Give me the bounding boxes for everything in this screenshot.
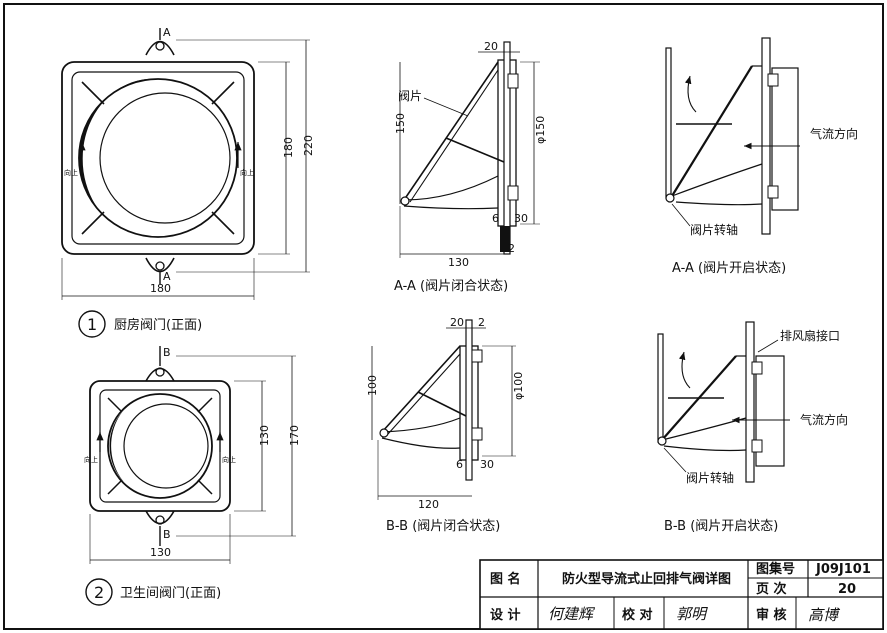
figure2-section-mark-top: B [163, 346, 171, 359]
figure2-dim-outer-height: 170 [288, 425, 301, 446]
figure2-side-label-right: 向上 [222, 455, 236, 464]
section-aa-closed-caption: A-A (阀片闭合状态) [394, 279, 508, 294]
figure1-side-label-left: 向上 [64, 168, 78, 177]
figure1-dim-width: 180 [150, 282, 171, 295]
section-aa-closed-dim-left-height: 150 [394, 113, 407, 134]
title-name-value: 防火型导流式止回排气阀详图 [562, 571, 731, 587]
section-aa-open: 气流方向 阀片转轴 A-A (阀片开启状态) [665, 37, 858, 276]
figure2-dim-width: 130 [150, 546, 171, 559]
section-bb-open: 气流方向 排风扇接口 阀片转轴 B-B (阀片开启状态) [657, 321, 848, 534]
section-aa-closed-dim-width: 130 [448, 256, 469, 269]
figure2-side-label-left: 向上 [84, 455, 98, 464]
figure2-number: 2 [94, 583, 104, 602]
title-design-label: 设 计 [490, 607, 521, 623]
section-bb-closed-dim-width: 120 [418, 498, 439, 511]
figure2-bathroom-valve: 向上 向上 B B 130 130 170 2 卫生间阀门(正面) [84, 346, 301, 606]
figure2-dim-inner-height: 130 [258, 425, 271, 446]
figure1-side-label-right: 向上 [240, 168, 254, 177]
title-check-signature: 郭明 [676, 605, 708, 623]
title-review-label: 审 核 [756, 607, 787, 623]
section-bb-closed: 20 2 100 φ100 6 30 120 B-B (阀片闭合状态) [366, 316, 525, 534]
figure1-dim-outer-height: 220 [302, 135, 315, 156]
section-bb-closed-dim-30: 30 [480, 458, 494, 471]
section-aa-open-flow-label: 气流方向 [810, 126, 858, 141]
section-bb-closed-dim-6: 6 [456, 458, 463, 471]
section-aa-closed-blade-label: 阀片 [398, 89, 422, 103]
title-review-signature: 高博 [808, 606, 841, 624]
title-atlas-label: 图集号 [756, 561, 795, 577]
section-aa-closed-dim-diameter: φ150 [534, 116, 547, 144]
section-aa-closed-dim-6: 6 [492, 212, 499, 225]
figure1-caption: 厨房阀门(正面) [114, 317, 202, 333]
section-bb-open-port-label: 排风扇接口 [780, 328, 840, 343]
section-aa-open-caption: A-A (阀片开启状态) [672, 261, 786, 276]
section-bb-closed-dim-top-right: 2 [478, 316, 485, 329]
section-bb-closed-dim-top: 20 [450, 316, 464, 329]
section-bb-open-axis-label: 阀片转轴 [686, 470, 734, 485]
section-aa-closed: 阀片 20 150 φ150 6 30 2 130 A-A (阀片闭合状态) [394, 40, 547, 294]
figure1-section-mark-top: A [163, 26, 171, 39]
section-aa-closed-dim-top: 20 [484, 40, 498, 53]
figure1-section-mark-bottom: A [163, 270, 171, 283]
title-block: 图 名 防火型导流式止回排气阀详图 图集号 J09J101 页 次 20 设 计… [479, 559, 884, 630]
section-bb-open-flow-label: 气流方向 [800, 412, 848, 427]
section-bb-closed-caption: B-B (阀片闭合状态) [386, 519, 500, 534]
section-aa-open-axis-label: 阀片转轴 [690, 222, 738, 237]
figure2-section-mark-bottom: B [163, 528, 171, 541]
section-aa-closed-dim-30: 30 [514, 212, 528, 225]
title-page-label: 页 次 [756, 581, 787, 597]
sheet-border [3, 3, 884, 630]
title-design-signature: 何建辉 [548, 605, 596, 623]
title-check-label: 校 对 [622, 607, 653, 623]
section-bb-closed-dim-diameter: φ100 [512, 372, 525, 400]
figure2-caption: 卫生间阀门(正面) [120, 586, 221, 601]
figure1-kitchen-valve: 向上 向上 A A 180 180 220 1 厨房阀门(正面) [61, 26, 315, 338]
title-name-label: 图 名 [490, 571, 521, 587]
figure1-dim-inner-height: 180 [282, 137, 295, 158]
title-page-value: 20 [838, 582, 856, 597]
section-bb-open-caption: B-B (阀片开启状态) [664, 519, 778, 534]
section-aa-closed-dim-tab: 2 [508, 242, 515, 255]
figure1-number: 1 [87, 315, 97, 334]
section-bb-closed-dim-left-height: 100 [366, 375, 379, 396]
title-atlas-value: J09J101 [815, 562, 871, 577]
